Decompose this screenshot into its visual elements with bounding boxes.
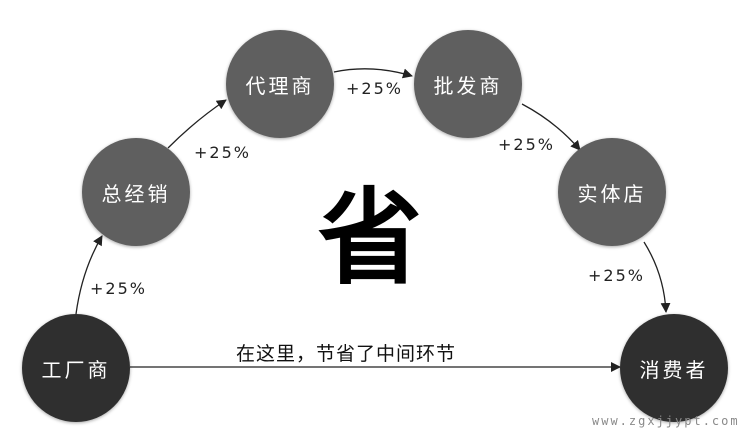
arrow-distributor-to-agent: [167, 99, 227, 149]
node-agent: 代理商: [226, 30, 334, 138]
diagram-caption: 在这里，节省了中间环节: [236, 343, 457, 365]
node-distributor: 总经销: [82, 138, 190, 246]
arrow-factory-to-distributor: [75, 235, 103, 315]
node-factory: 工厂商: [22, 314, 130, 422]
node-agent-label: 代理商: [245, 73, 315, 98]
save-character: 省: [318, 177, 423, 299]
markup-store-to-consumer: +25%: [588, 266, 645, 285]
arrow-wholesaler-to-store: [521, 103, 581, 151]
node-wholesaler: 批发商: [414, 30, 522, 138]
node-retail-store-label: 实体店: [577, 181, 647, 206]
node-consumer-label: 消费者: [639, 357, 709, 382]
watermark-text: www.zgxjjypt.com: [592, 414, 740, 428]
markup-factory-to-distributor: +25%: [90, 279, 147, 298]
node-wholesaler-label: 批发商: [433, 73, 503, 98]
node-factory-label: 工厂商: [41, 357, 111, 382]
node-consumer: 消费者: [620, 314, 728, 422]
markup-distributor-to-agent: +25%: [194, 143, 251, 162]
arrow-agent-to-wholesaler: [333, 68, 413, 79]
arrow-store-to-consumer: [643, 241, 671, 313]
markup-agent-to-wholesaler: +25%: [346, 79, 403, 98]
node-retail-store: 实体店: [558, 138, 666, 246]
markup-wholesaler-to-store: +25%: [498, 135, 555, 154]
node-distributor-label: 总经销: [101, 181, 171, 206]
